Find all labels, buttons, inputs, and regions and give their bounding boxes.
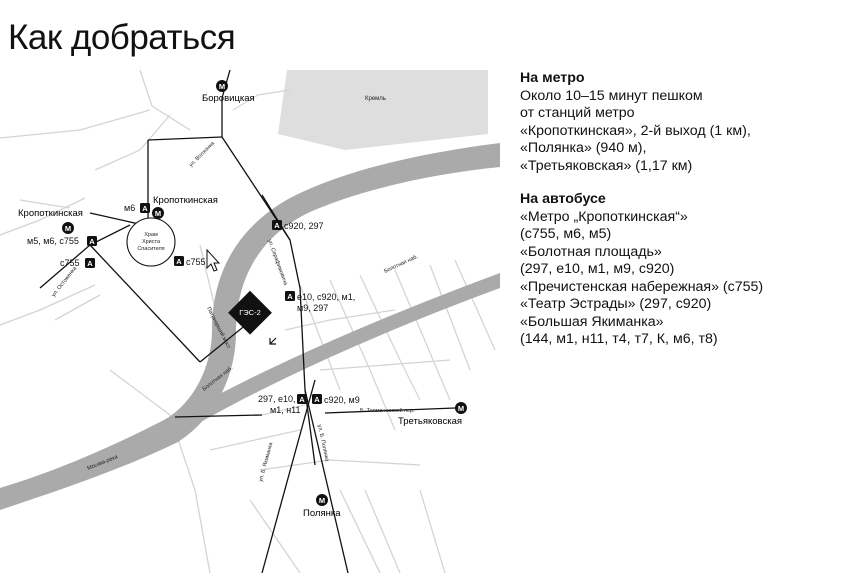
bus-stop-m6[interactable]: м6 А <box>124 203 150 213</box>
city-map[interactable]: Кремль <box>0 70 505 573</box>
cursor-icon <box>206 248 221 272</box>
station-tretyakovskaya: Третьяковская <box>398 416 462 427</box>
metro-polyanka[interactable]: М Полянка <box>303 494 341 519</box>
metro-letter: М <box>458 404 464 413</box>
bus-stop-m5[interactable]: м5, м6, с755 А <box>27 236 97 246</box>
bus-stop-e10[interactable]: А е10, с920, м1, м9, 297 <box>285 291 355 313</box>
street-ostozhenka: ул. Остоженка <box>51 265 79 298</box>
bus-icon <box>87 236 97 246</box>
metro-heading: На метро <box>520 70 585 86</box>
station-kropotkinskaya-1: Кропоткинская <box>153 195 218 206</box>
bus-letter: А <box>142 204 148 213</box>
bus-stop-c755-center[interactable]: А с755 <box>174 256 206 267</box>
metro-section: На метро Около 10–15 минут пешком от ста… <box>520 70 855 175</box>
bus-heading: На автобусе <box>520 191 606 207</box>
metro-letter: М <box>65 224 71 233</box>
bus-icon <box>140 203 150 213</box>
kremlin-label: Кремль <box>365 96 386 102</box>
bus-letter: А <box>287 292 293 301</box>
bus-letter: А <box>87 259 93 268</box>
metro-letter: М <box>155 209 161 218</box>
bus-letter: А <box>314 395 320 404</box>
moskva-river <box>0 143 500 510</box>
bus-section: На автобусе «Метро „Кропоткинская“» (с75… <box>520 191 855 349</box>
bus-icon <box>312 394 322 404</box>
bus-stop-label: м6 <box>124 203 135 213</box>
station-borovitskaya: Боровицкая <box>202 93 255 104</box>
cathedral-circle <box>126 217 176 267</box>
station-kropotkinskaya-2: Кропоткинская <box>18 208 83 219</box>
street-serafimovicha: ул. Серафимовича <box>266 239 289 287</box>
directions-panel: На метро Около 10–15 минут пешком от ста… <box>520 70 855 349</box>
bus-stop-label: м1, н11 <box>270 405 301 415</box>
metro-tretyakovskaya[interactable]: М Третьяковская <box>398 402 467 427</box>
metro-kropotkinskaya-1[interactable]: М Кропоткинская <box>152 195 218 219</box>
metro-icon <box>455 402 467 414</box>
venue-ges2-label: ГЭС-2 <box>239 308 261 317</box>
bus-letter: А <box>176 257 182 266</box>
street-bolotnaya: Болотная наб. <box>383 254 419 275</box>
metro-text: Около 10–15 минут пешком от станций метр… <box>520 87 751 174</box>
street-b-yakimanka: ул. Б. Якиманка <box>258 441 275 483</box>
bus-stop-label: м9, 297 <box>297 303 328 313</box>
bus-icon <box>285 291 295 301</box>
bus-stop-label: с920, м9 <box>324 395 360 405</box>
vodootvodny-canal <box>168 273 500 435</box>
metro-icon <box>62 222 74 234</box>
bus-stop-c755-left[interactable]: с755 А <box>60 258 95 268</box>
arrow-icon <box>269 337 277 345</box>
bus-stop-label: м5, м6, с755 <box>27 236 79 246</box>
metro-kropotkinskaya-2[interactable]: М Кропоткинская <box>18 208 83 234</box>
bus-stop-label: с920, 297 <box>284 221 324 231</box>
bus-stop-label: с755 <box>60 258 80 268</box>
metro-icon <box>152 207 164 219</box>
bus-stop-c920-297[interactable]: А с920, 297 <box>272 220 324 231</box>
bus-stop-label: е10, с920, м1, <box>297 292 355 302</box>
metro-icon <box>216 80 228 92</box>
kremlin-area <box>278 70 488 150</box>
bus-letter: А <box>299 395 305 404</box>
bus-letter: А <box>89 237 95 246</box>
metro-borovitskaya[interactable]: М Боровицкая <box>202 80 255 104</box>
bus-icon <box>85 258 95 268</box>
bus-icon <box>272 220 282 230</box>
bus-stop-label: 297, е10, <box>258 394 296 404</box>
street-grid <box>0 70 496 573</box>
station-polyanka: Полянка <box>303 508 341 519</box>
bus-stop-label: с755 <box>186 257 206 267</box>
metro-letter: М <box>319 496 325 505</box>
metro-icon <box>316 494 328 506</box>
venue-ges2-marker[interactable] <box>228 290 272 335</box>
bus-letter: А <box>274 221 280 230</box>
street-tolmachevsky: Б. Толмачевский пер. <box>360 407 415 414</box>
street-volkhonka: ул. Волхонка <box>188 140 216 168</box>
bus-icon <box>297 394 307 404</box>
page-title: Как добраться <box>8 18 236 57</box>
bus-stop-297[interactable]: 297, е10, м1, н11 А <box>258 394 307 415</box>
metro-letter: М <box>219 82 225 91</box>
bus-text: «Метро „Кропоткинская“» (с755, м6, м5) «… <box>520 208 764 348</box>
bus-icon <box>174 256 184 266</box>
bus-stop-c920-m9[interactable]: А с920, м9 <box>312 394 360 405</box>
